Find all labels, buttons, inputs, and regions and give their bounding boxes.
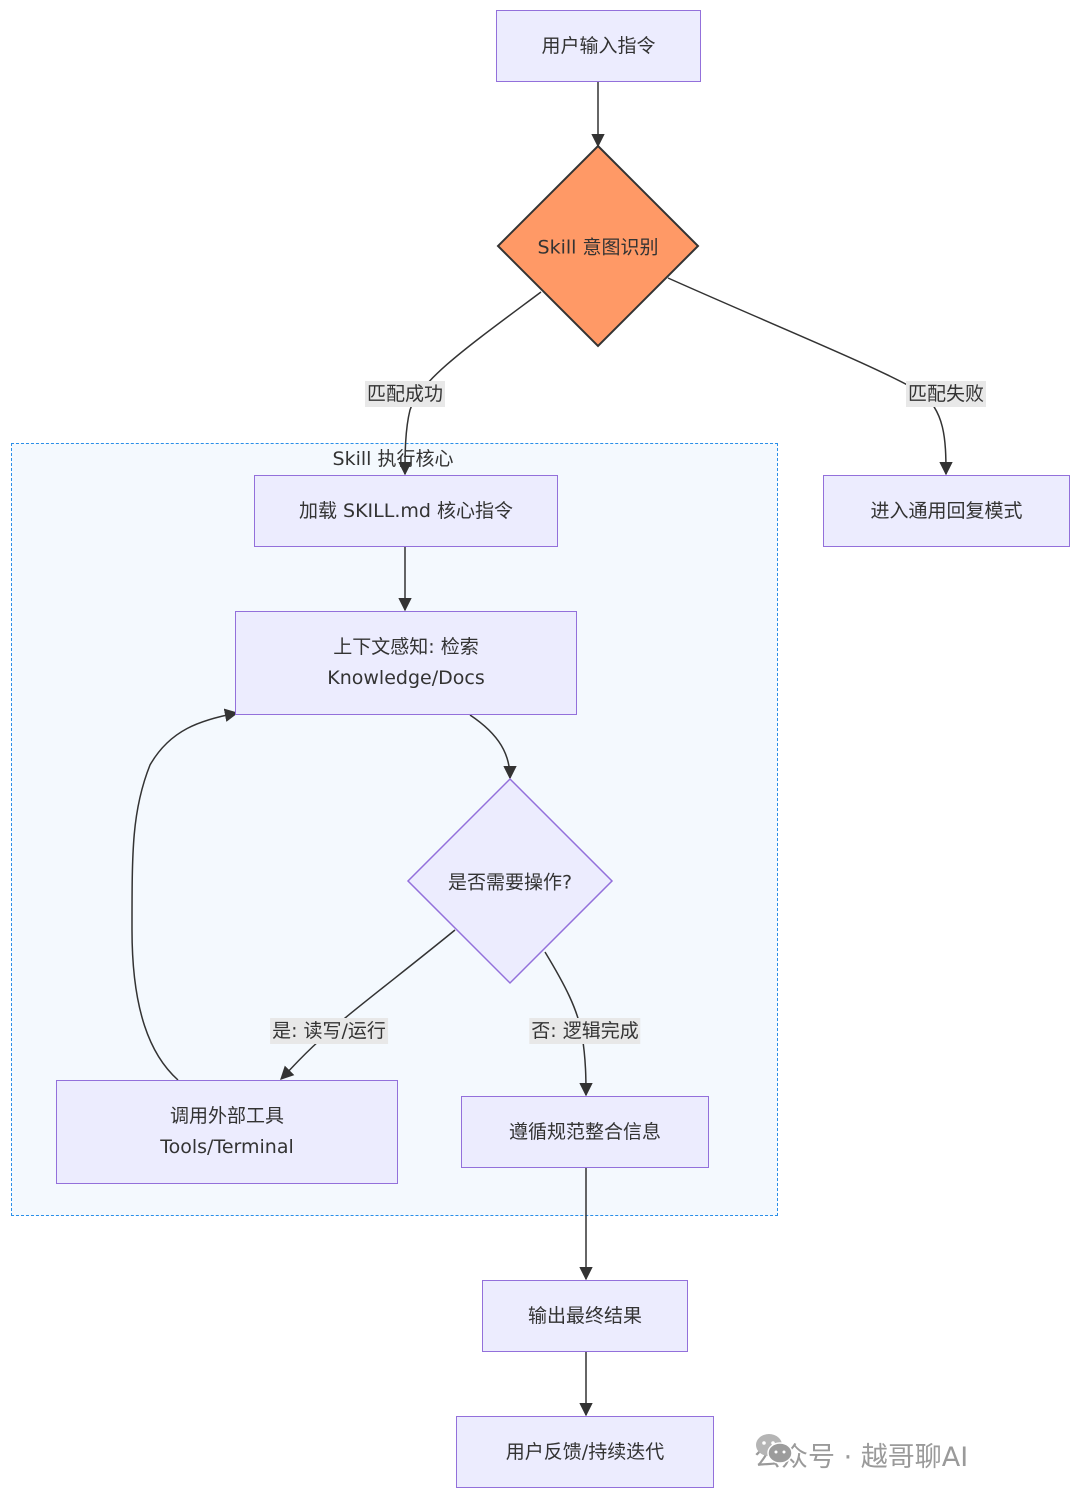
edge-intent-to-general <box>667 277 953 476</box>
node-output-label: 输出最终结果 <box>527 1304 642 1327</box>
node-general-reply: 进入通用回复模式 <box>823 475 1070 547</box>
node-feedback-label: 用户反馈/持续迭代 <box>505 1440 665 1463</box>
node-integrate-label: 遵循规范整合信息 <box>508 1120 661 1143</box>
node-intent-label: Skill 意图识别 <box>537 236 659 259</box>
wechat-icon <box>756 1434 793 1464</box>
node-context-line2: Knowledge/Docs <box>327 667 485 689</box>
node-context-line1: 上下文感知: 检索 <box>333 636 479 658</box>
node-need-action-label: 是否需要操作? <box>447 871 573 894</box>
decision-diamond <box>406 777 614 985</box>
node-user-input: 用户输入指令 <box>496 10 701 82</box>
node-integrate: 遵循规范整合信息 <box>461 1096 709 1168</box>
edge-label-match-fail: 匹配失败 <box>905 381 987 407</box>
node-feedback: 用户反馈/持续迭代 <box>456 1416 714 1488</box>
edge-label-match-success: 匹配成功 <box>364 381 446 407</box>
node-user-input-label: 用户输入指令 <box>541 34 656 57</box>
edge-label-yes-action: 是: 读写/运行 <box>270 1018 388 1044</box>
node-output: 输出最终结果 <box>482 1280 688 1352</box>
edge-label-no-done: 否: 逻辑完成 <box>529 1018 641 1044</box>
node-load-skill-label: 加载 SKILL.md 核心指令 <box>299 499 513 522</box>
edge-tools-to-context <box>131 708 239 1081</box>
watermark: 公众号 · 越哥聊AI <box>754 1432 968 1476</box>
edge-context-to-decision <box>469 714 517 780</box>
node-context: 上下文感知: 检索 Knowledge/Docs <box>235 611 577 715</box>
cluster-label: Skill 执行核心 <box>332 448 454 470</box>
node-tools-line2: Tools/Terminal <box>160 1136 294 1158</box>
edge-decision-to-tools <box>280 929 456 1080</box>
node-tools-line1: 调用外部工具 <box>169 1105 284 1127</box>
node-load-skill: 加载 SKILL.md 核心指令 <box>254 475 558 547</box>
node-general-reply-label: 进入通用回复模式 <box>870 499 1023 522</box>
node-tools: 调用外部工具 Tools/Terminal <box>56 1080 398 1184</box>
intent-diamond <box>496 144 700 348</box>
